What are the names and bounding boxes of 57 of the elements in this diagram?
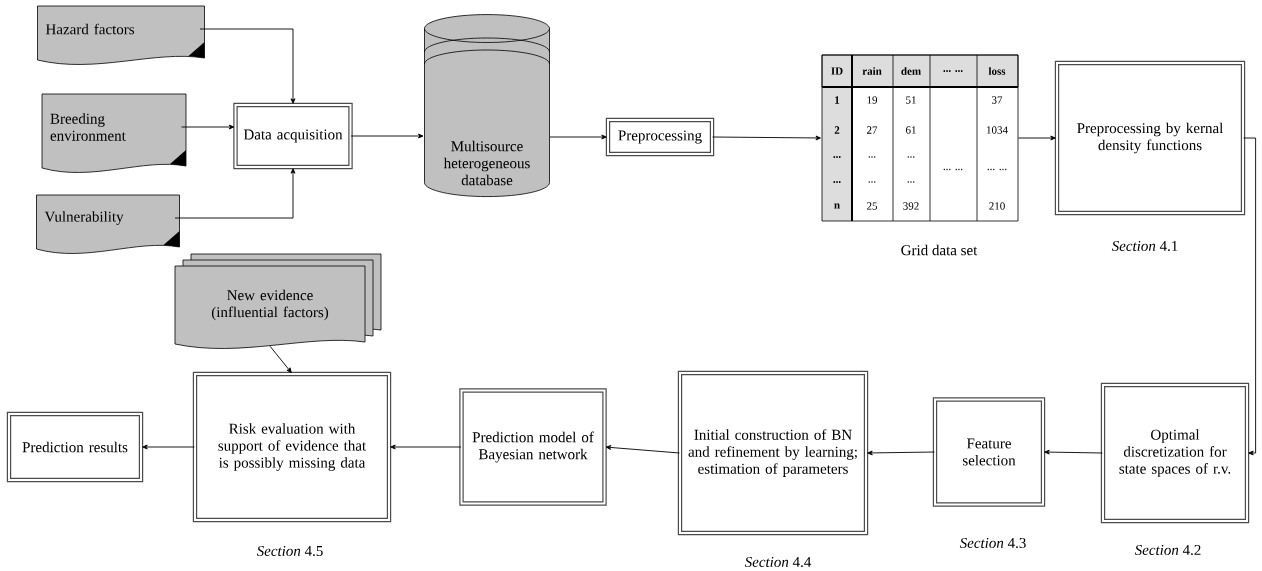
- section-label: Grid data set: [901, 244, 978, 256]
- table-cell: 61: [906, 126, 916, 134]
- table-cell: ... ...: [943, 70, 963, 72]
- process-box: Risk evaluation with support of evidence that is possibly missing data: [192, 371, 392, 523]
- table-cell: ...: [907, 181, 915, 183]
- process-box: Prediction results: [6, 411, 144, 483]
- table-cell: 2: [834, 126, 840, 134]
- table-cell: 392: [903, 202, 919, 210]
- table-cell: dem: [901, 67, 921, 75]
- table-cell: ...: [907, 156, 915, 158]
- arrow: [390, 444, 462, 450]
- section-label: Section 4.5: [256, 545, 323, 557]
- arrow: [142, 444, 195, 450]
- section-label: Section 4.4: [744, 556, 812, 568]
- arrow: [1017, 135, 1056, 141]
- process-box: Initial construction of BN and refinement by learning; estimation of parameters: [677, 370, 869, 536]
- process-box: Data acquisition: [233, 102, 353, 170]
- arrow: [1044, 449, 1103, 455]
- table-cell: ...: [868, 156, 876, 158]
- table-cell: 19: [867, 96, 878, 104]
- data-table: [821, 54, 1019, 222]
- arrow: [174, 168, 296, 219]
- process-box: Feature selection: [932, 397, 1046, 507]
- process-box: Preprocessing by kernal density functions: [1054, 60, 1246, 216]
- table-cell: loss: [988, 67, 1006, 75]
- arrow: [605, 445, 680, 454]
- table-cell: ...: [868, 181, 876, 183]
- arrow: [199, 28, 296, 104]
- process-box: Optimal discretization for state spaces of r.v.: [1100, 382, 1250, 524]
- process-box: Prediction model of Bayesian network: [459, 388, 607, 506]
- table-cell: 1034: [987, 126, 1008, 134]
- database-cylinder: Multisource heterogeneous database: [424, 14, 550, 197]
- section-label: Section 4.3: [959, 537, 1026, 549]
- arrow: [269, 345, 292, 373]
- table-cell: ...: [833, 181, 841, 183]
- table-cell: 27: [867, 126, 878, 134]
- arrow: [712, 135, 821, 141]
- arrow: [549, 134, 607, 140]
- table-cell: ID: [831, 67, 843, 75]
- arrow: [867, 450, 935, 456]
- arrow: [181, 124, 235, 130]
- table-cell: 51: [906, 96, 916, 104]
- arrow: [1243, 137, 1257, 456]
- arrow: [350, 133, 424, 139]
- table-cell: n: [834, 203, 840, 209]
- process-box: Preprocessing: [605, 117, 715, 157]
- table-cell: 37: [992, 96, 1003, 104]
- table-cell: ...: [833, 156, 841, 158]
- table-cell: ... ...: [943, 168, 963, 171]
- table-cell: 1: [835, 96, 840, 104]
- table-cell: 210: [989, 202, 1005, 210]
- table-cell: 25: [867, 202, 878, 210]
- section-label: Section 4.2: [1134, 544, 1201, 556]
- section-label: Section 4.1: [1111, 240, 1178, 252]
- document-stack: New evidence (influential factors): [174, 253, 382, 349]
- table-cell: rain: [862, 67, 882, 75]
- table-cell: ... ...: [987, 168, 1007, 171]
